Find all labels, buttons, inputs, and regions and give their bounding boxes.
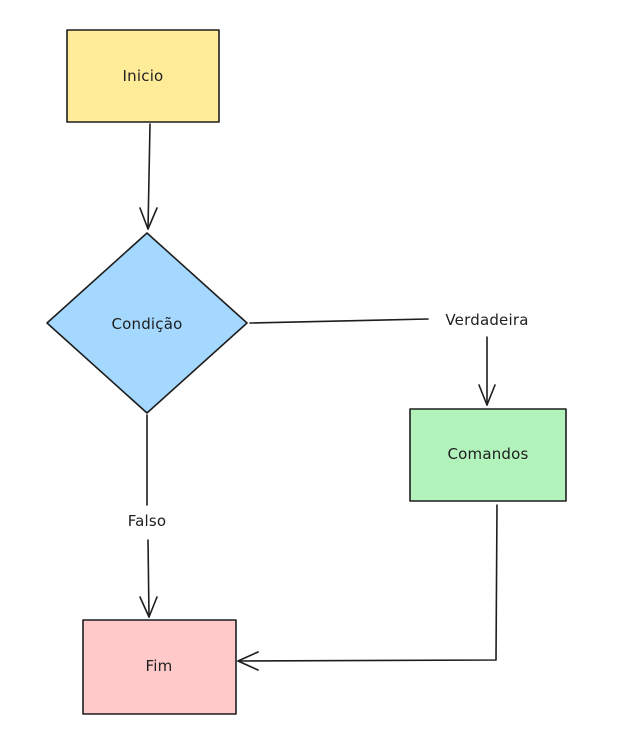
edge-line — [237, 504, 498, 662]
start-node-label: Inicio — [123, 67, 164, 85]
commands-node-label: Comandos — [447, 445, 528, 463]
condition-node-diamond — [46, 232, 248, 414]
condition-node-label: Condição — [111, 315, 182, 333]
edge-condition-to-commands: Verdadeira — [249, 311, 528, 406]
arrowhead-icon — [139, 207, 158, 230]
start-node-box — [66, 29, 220, 123]
edge-line — [249, 318, 429, 324]
edge-false-label: Falso — [128, 512, 167, 530]
start-node[interactable]: Inicio — [66, 29, 220, 123]
end-node-box — [82, 619, 237, 715]
edge-line — [147, 539, 150, 618]
edge-line — [147, 123, 151, 230]
edge-start-to-condition — [139, 123, 158, 230]
edge-condition-to-end: Falso — [128, 414, 167, 618]
end-node[interactable]: Fim — [82, 619, 237, 715]
condition-node[interactable]: Condição — [46, 232, 248, 414]
arrowhead-icon — [478, 384, 496, 406]
arrowhead-icon — [139, 596, 158, 618]
commands-node-box — [409, 408, 567, 502]
end-node-label: Fim — [146, 657, 173, 675]
edge-true-label: Verdadeira — [445, 311, 528, 329]
commands-node[interactable]: Comandos — [409, 408, 567, 502]
edge-commands-to-end — [237, 504, 498, 671]
arrowhead-icon — [237, 651, 259, 671]
